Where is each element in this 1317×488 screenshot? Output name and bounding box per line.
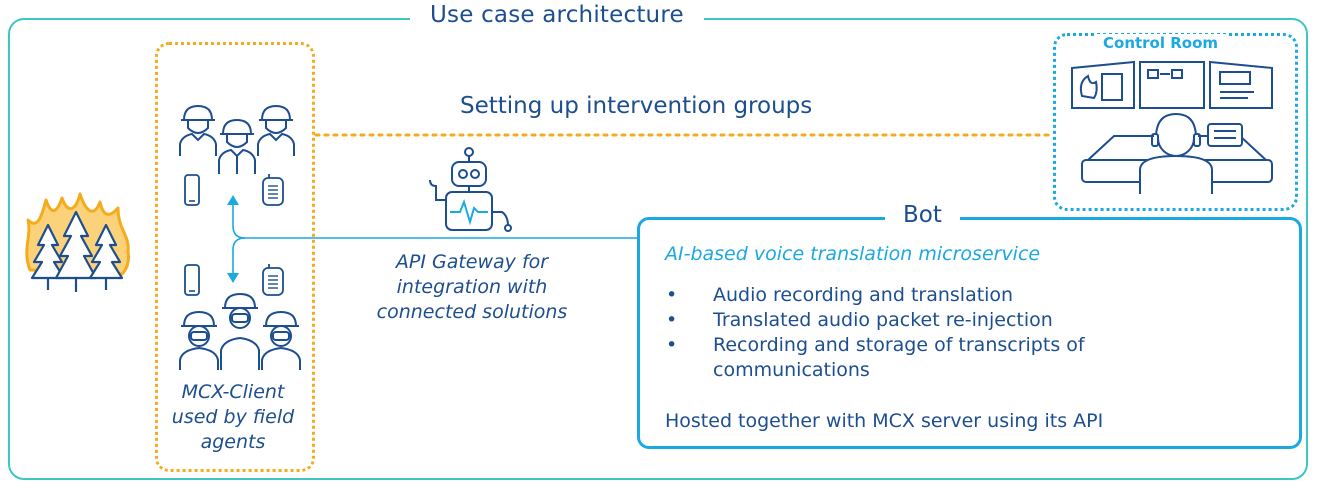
control-room-operator-icon bbox=[1071, 60, 1273, 194]
firefighters-group-icon bbox=[179, 104, 295, 174]
setup-intervention-groups-label: Setting up intervention groups bbox=[460, 93, 813, 119]
bot-hosted-note: Hosted together with MCX server using it… bbox=[665, 410, 1104, 432]
bot-feature-item: Translated audio packet re-injection bbox=[666, 308, 1233, 333]
forest-fire-icon bbox=[25, 192, 130, 292]
bot-subtitle: AI-based voice translation microservice bbox=[665, 243, 1041, 265]
firefighters-group-icon bbox=[179, 292, 301, 370]
smartphone-icon bbox=[184, 174, 200, 206]
radio-icon bbox=[262, 174, 284, 206]
api-gateway-label: API Gateway for integration with connect… bbox=[376, 251, 568, 323]
radio-icon bbox=[262, 264, 284, 296]
bot-box bbox=[637, 217, 1302, 449]
diagram-title: Use case architecture bbox=[410, 2, 704, 28]
control-room-title: Control Room bbox=[1095, 34, 1227, 52]
smartphone-icon bbox=[184, 264, 200, 296]
bot-feature-list: Audio recording and translation Translat… bbox=[666, 283, 1233, 383]
field-agents-box bbox=[155, 42, 315, 472]
bot-title: Bot bbox=[885, 202, 960, 228]
bot-feature-item: Recording and storage of transcripts of … bbox=[666, 333, 1153, 383]
robot-bot-icon bbox=[429, 147, 512, 232]
mcx-client-label: MCX-Client used by field agents bbox=[171, 381, 295, 453]
bot-feature-item: Audio recording and translation bbox=[666, 283, 1233, 308]
